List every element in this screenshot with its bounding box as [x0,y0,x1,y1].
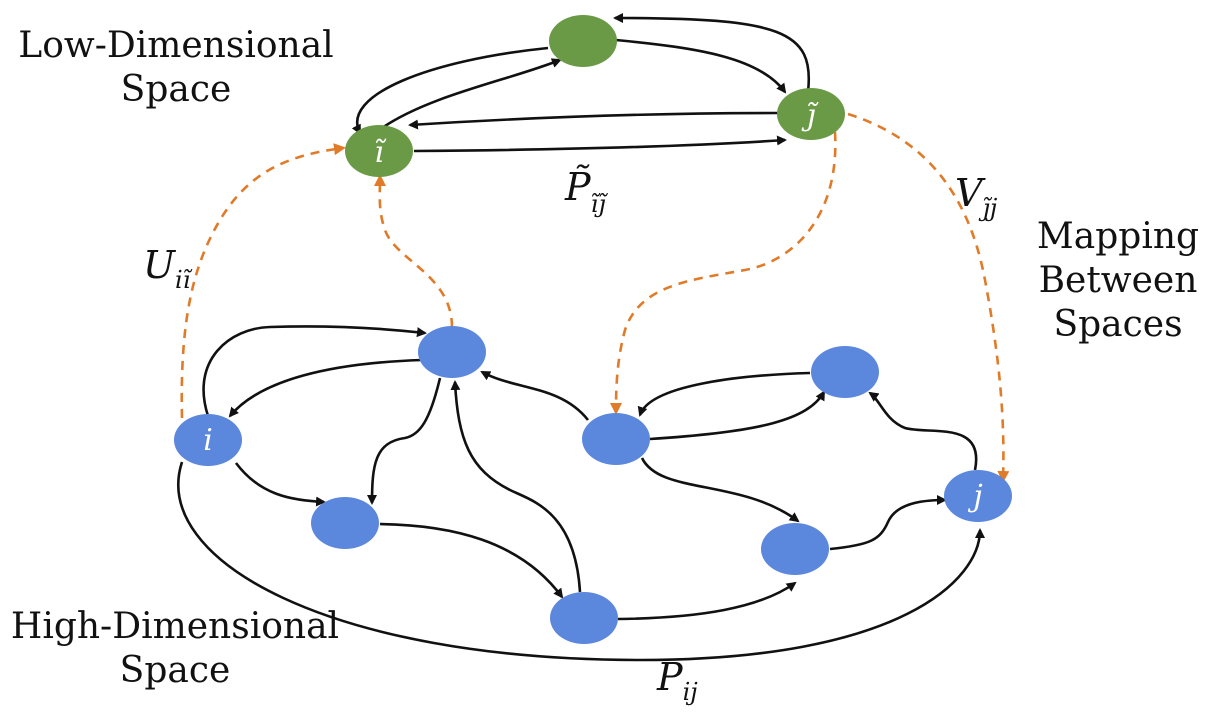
high-node-j [944,470,1012,522]
low-space-edges [351,13,811,153]
edge-hmid-to-hbr [640,457,800,523]
edge-hmid-to-htop [480,370,590,421]
high-node-i [174,414,242,466]
edge-hi-to-hj [177,461,985,662]
map-lj-to-hmid [610,131,837,415]
edge-htop-to-hi [228,358,423,418]
label-p-tilde-sub: ĩj̃ [591,190,609,218]
edge-ltop-to-li [351,46,549,135]
label-v: Vj̃j [955,171,998,222]
high-space-edges [177,325,985,662]
mapping-label-line1: Mapping [1036,216,1200,257]
high-node-top-right [811,346,879,398]
high-space-label-line2: Space [119,650,231,691]
map-hi-to-li [180,143,346,419]
edge-lj-to-li [408,111,779,130]
label-p-base: P [656,655,684,699]
edge-hbot-to-hbr [617,581,797,621]
high-node-mid [582,413,650,465]
low-node-i [345,125,413,177]
low-space-label-line1: Low-Dimensional [18,25,334,66]
high-node-bottom-right [761,523,829,575]
high-node-bottom [550,592,618,644]
high-node-b1 [311,497,379,549]
mapping-label-line3: Spaces [1053,304,1183,345]
mapping-edges [180,112,1010,483]
edge-hj-to-htr [868,391,978,471]
label-v-sub: j̃j [978,194,997,222]
edge-hmid-to-htr [649,390,826,441]
mapping-label-line2: Between [1038,260,1198,301]
label-u-sub: iĩ [175,266,193,294]
label-u-base: U [143,243,177,287]
edge-hbot-to-htop [450,380,582,593]
edge-li-to-ltop [381,58,562,130]
low-space-nodes: ĩ j̃ [345,15,845,177]
edge-li-to-lj [413,135,787,153]
label-p-sub: ij [683,678,699,706]
label-p-tilde: P̃ĩj̃ [564,165,609,218]
high-space-label: High-Dimensional Space [10,605,340,693]
label-p: Pij [656,655,698,706]
high-space-label-line1: High-Dimensional [10,606,340,647]
edge-hbr-to-hj [829,495,947,551]
label-p-tilde-base: P̃ [564,165,592,209]
edge-htr-to-hmid [637,371,811,417]
high-node-top [418,326,486,378]
low-node-j-label: j̃ [801,98,819,133]
edge-hb1-to-hbot [379,522,564,599]
low-space-label: Low-Dimensional Space [16,24,336,112]
label-v-base: V [955,171,986,215]
edge-htop-to-hb1 [367,377,442,505]
low-space-label-line2: Space [120,69,232,110]
map-lj-to-hj [847,112,1010,483]
high-node-i-label: i [203,423,213,458]
edge-hi-to-htop [202,325,427,417]
map-htop-to-li [373,174,454,328]
low-node-top [549,15,617,67]
edge-ltop-to-lj [615,38,787,94]
mapping-label: Mapping Between Spaces [1030,215,1206,347]
edge-lj-to-ltop [613,13,811,93]
edge-hi-to-hb1 [234,462,326,507]
math-annotations: P̃ĩj̃ Uiĩ Vj̃j Pij [143,165,998,706]
label-u: Uiĩ [143,243,193,294]
high-space-nodes: i j [174,326,1012,644]
low-node-j [777,88,845,140]
